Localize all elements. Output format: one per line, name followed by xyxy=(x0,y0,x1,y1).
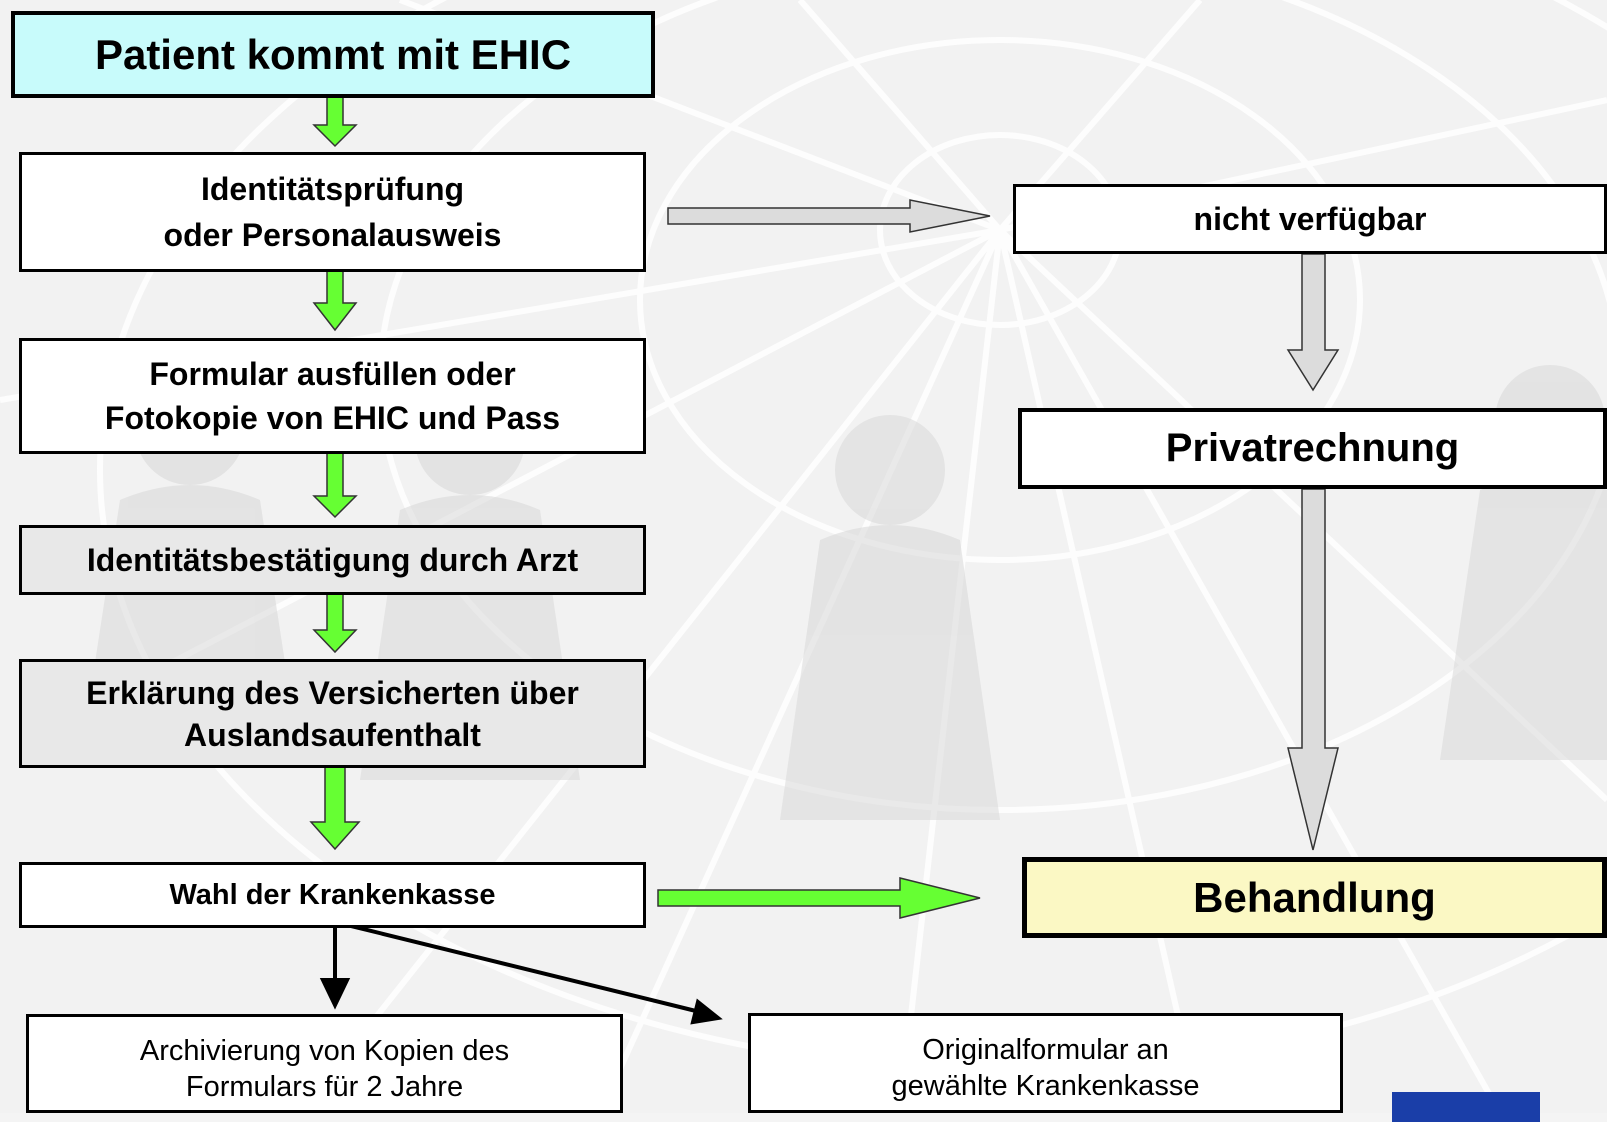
identity-check-box: Identitätsprüfung oder Personalausweis xyxy=(19,152,646,272)
choose-insurer-label: Wahl der Krankenkasse xyxy=(169,878,496,911)
identity-check-label: Identitätsprüfung oder Personalausweis xyxy=(163,171,502,253)
archive-label: Archivierung von Kopien des Formulars fü… xyxy=(139,1035,510,1103)
green-arrow-right xyxy=(657,877,981,919)
green-arrow-down-3 xyxy=(312,451,358,519)
start-box: Patient kommt mit EHIC xyxy=(11,11,655,98)
original-form-box: Originalformular an gewählte Krankenkass… xyxy=(748,1013,1343,1113)
not-available-box: nicht verfügbar xyxy=(1013,184,1607,254)
grey-arrow-down-2 xyxy=(1287,488,1339,851)
form-box: Formular ausfüllen oder Fotokopie von EH… xyxy=(19,338,646,454)
not-available-label: nicht verfügbar xyxy=(1193,200,1427,237)
private-bill-label: Privatrechnung xyxy=(1165,426,1460,470)
black-arrowhead-right xyxy=(690,998,723,1025)
treatment-box: Behandlung xyxy=(1022,857,1607,938)
start-label: Patient kommt mit EHIC xyxy=(94,30,572,78)
declaration-label: Erklärung des Versicherten über Auslands… xyxy=(86,674,579,753)
black-arrowhead-down xyxy=(319,978,351,1010)
private-bill-box: Privatrechnung xyxy=(1018,408,1607,489)
declaration-box: Erklärung des Versicherten über Auslands… xyxy=(19,659,646,768)
archive-box: Archivierung von Kopien des Formulars fü… xyxy=(26,1014,623,1113)
green-arrow-down-1 xyxy=(312,94,358,148)
doctor-confirm-box: Identitätsbestätigung durch Arzt xyxy=(19,525,646,595)
treatment-label: Behandlung xyxy=(1193,873,1436,921)
green-arrow-down-5 xyxy=(309,765,361,851)
eu-flag-logo xyxy=(1392,1092,1540,1122)
original-form-label: Originalformular an gewählte Krankenkass… xyxy=(891,1034,1200,1102)
doctor-confirm-label: Identitätsbestätigung durch Arzt xyxy=(86,541,579,578)
green-arrow-down-2 xyxy=(312,269,358,332)
green-arrow-down-4 xyxy=(312,593,358,654)
form-label: Formular ausfüllen oder Fotokopie von EH… xyxy=(104,356,561,436)
grey-arrow-right xyxy=(667,199,991,233)
choose-insurer-box: Wahl der Krankenkasse xyxy=(19,862,646,928)
grey-arrow-down-1 xyxy=(1286,253,1340,392)
